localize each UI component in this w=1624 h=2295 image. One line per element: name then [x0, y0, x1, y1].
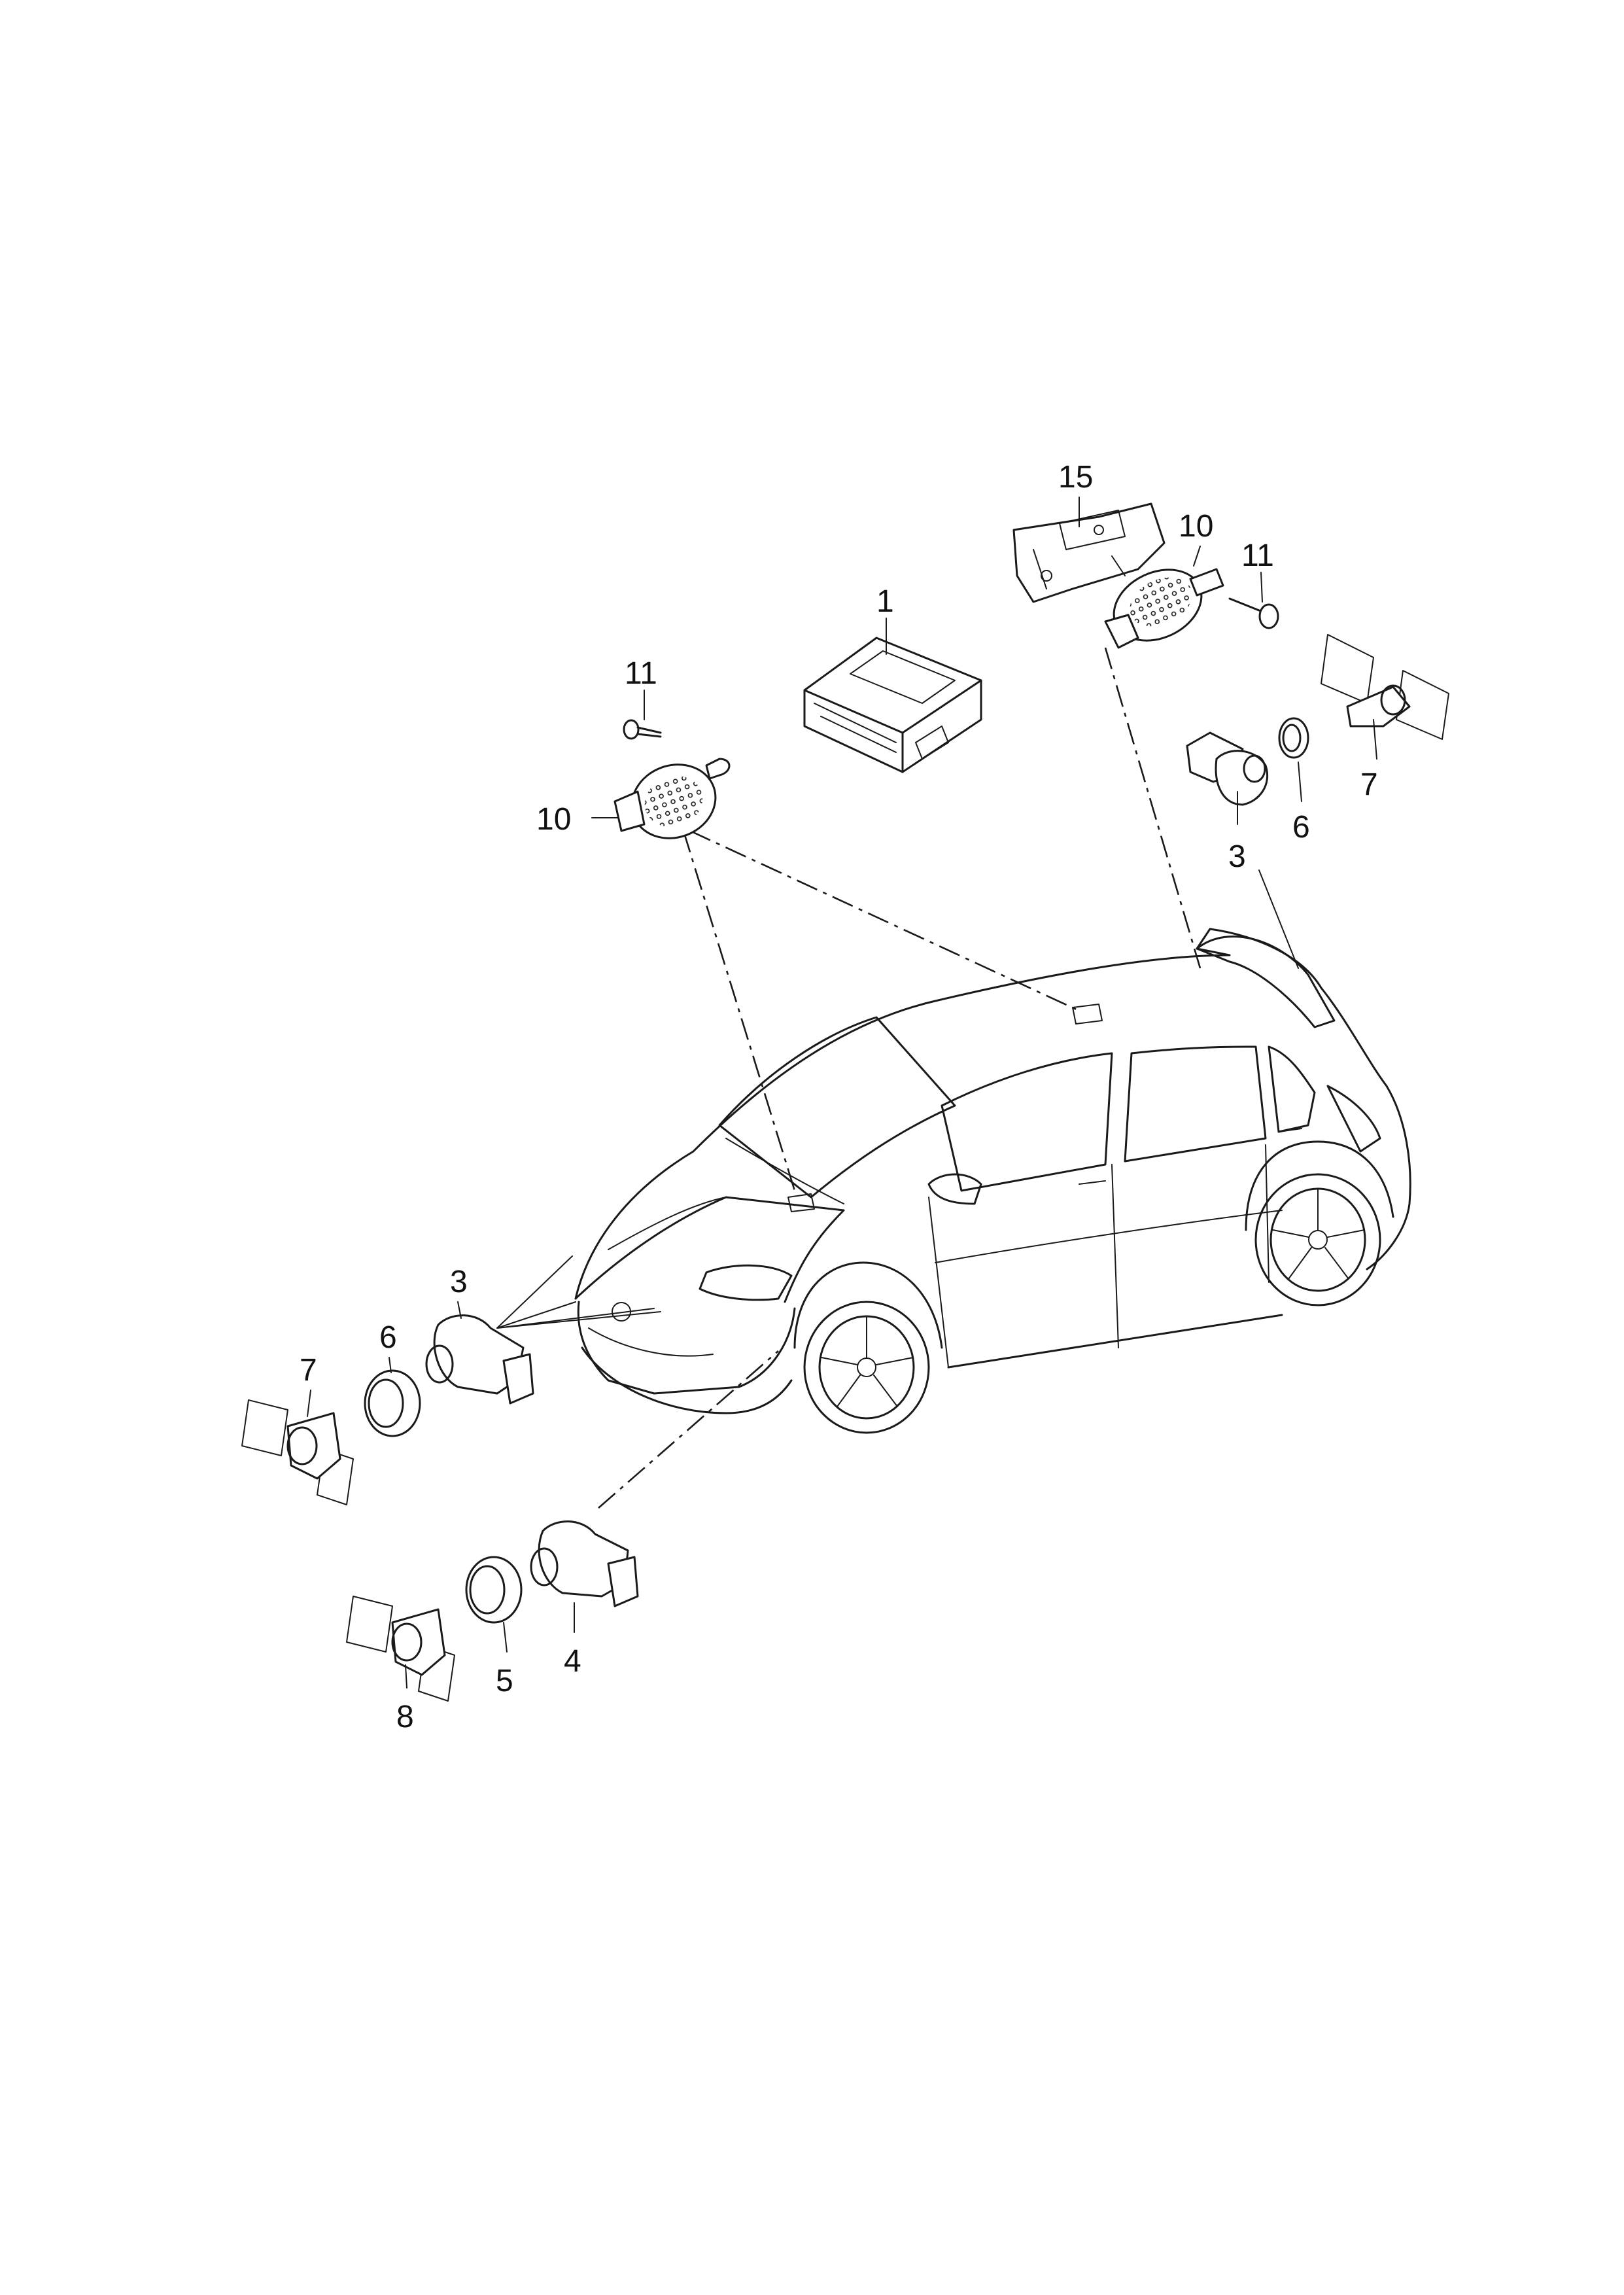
callout-10-front: 10 — [536, 802, 571, 837]
rear-holder-part-7 — [1321, 634, 1449, 740]
callout-1: 1 — [876, 584, 894, 619]
front-ring-part-5 — [465, 1556, 523, 1624]
control-unit-part-1 — [803, 637, 982, 773]
callout-6-front: 6 — [379, 1320, 397, 1355]
rear-ring-part-6 — [1278, 717, 1309, 759]
callout-labels: 1 15 10 11 11 10 3 6 7 3 6 7 4 5 8 — [300, 460, 1378, 1734]
callout-15: 15 — [1058, 460, 1093, 495]
callout-4: 4 — [564, 1644, 581, 1679]
callout-5: 5 — [496, 1664, 513, 1698]
screw-part-11-front — [623, 719, 662, 740]
leader-lines — [496, 647, 1299, 1509]
callout-6-rear: 6 — [1292, 810, 1310, 845]
callout-10-rear: 10 — [1179, 509, 1213, 544]
callout-11-front: 11 — [625, 656, 657, 691]
front-ring-part-6 — [364, 1369, 421, 1437]
car-illustration — [574, 928, 1411, 1434]
buzzer-part-10-front — [613, 758, 731, 839]
callout-leaders — [307, 497, 1377, 1689]
callout-8: 8 — [396, 1700, 414, 1734]
callout-3-rear: 3 — [1228, 839, 1246, 874]
front-sensor-part-4 — [530, 1520, 639, 1607]
bracket-part-15 — [1012, 502, 1166, 603]
callout-3-front: 3 — [450, 1265, 468, 1299]
rear-sensor-part-3 — [1186, 731, 1269, 806]
callout-11-rear: 11 — [1241, 538, 1274, 573]
buzzer-part-10-rear — [1104, 568, 1224, 649]
callout-7-rear: 7 — [1360, 767, 1378, 802]
front-holder-part-8 — [346, 1596, 455, 1702]
front-holder-part-7 — [241, 1399, 354, 1505]
front-sensor-part-3 — [425, 1314, 534, 1405]
screw-part-11-rear — [1228, 597, 1279, 629]
callout-7-front: 7 — [300, 1353, 317, 1388]
